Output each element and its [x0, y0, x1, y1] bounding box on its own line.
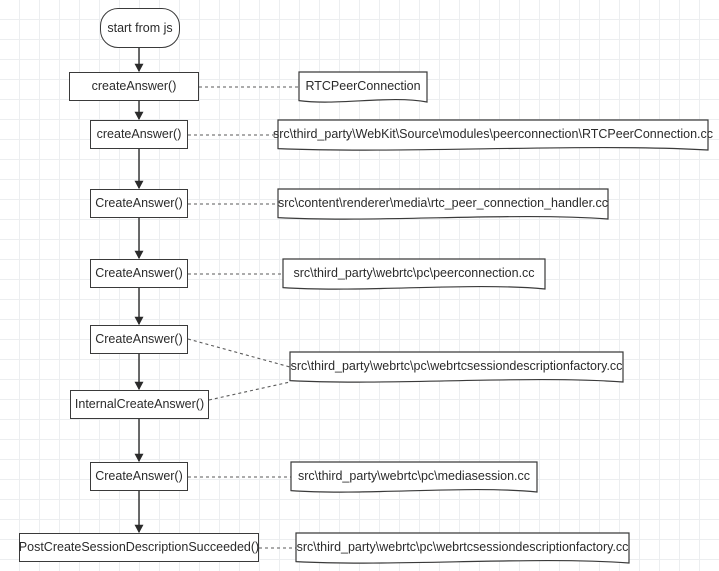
document-label: src\third_party\webrtc\pc\mediasession.c… [297, 469, 531, 483]
node-n5[interactable]: CreateAnswer() [90, 325, 188, 354]
node-label: createAnswer() [96, 127, 182, 142]
document-label: src\third_party\webrtc\pc\webrtcsessiond… [290, 359, 623, 373]
document-d3[interactable]: src\content\renderer\media\rtc_peer_conn… [278, 189, 608, 226]
node-label: CreateAnswer() [95, 332, 183, 347]
document-d6[interactable]: src\third_party\webrtc\pc\mediasession.c… [291, 462, 537, 499]
document-d7[interactable]: src\third_party\webrtc\pc\webrtcsessiond… [296, 533, 629, 570]
dashed-link-n6-to-d5 [208, 381, 291, 401]
dashed-link-n5-to-d5 [187, 338, 291, 368]
document-d5[interactable]: src\third_party\webrtc\pc\webrtcsessiond… [290, 352, 623, 389]
node-start[interactable]: start from js [100, 8, 180, 48]
node-n6[interactable]: InternalCreateAnswer() [70, 390, 209, 419]
node-label: createAnswer() [91, 79, 177, 94]
document-d2[interactable]: src\third_party\WebKit\Source\modules\pe… [273, 120, 713, 157]
document-label: src\content\renderer\media\rtc_peer_conn… [277, 196, 609, 210]
node-n4[interactable]: CreateAnswer() [90, 259, 188, 288]
node-label: PostCreateSessionDescriptionSucceeded() [18, 540, 260, 555]
document-label: src\third_party\webrtc\pc\peerconnection… [293, 266, 535, 280]
node-n7[interactable]: CreateAnswer() [90, 462, 188, 491]
document-d4[interactable]: src\third_party\webrtc\pc\peerconnection… [283, 259, 545, 296]
node-n3[interactable]: CreateAnswer() [90, 189, 188, 218]
document-label: src\third_party\WebKit\Source\modules\pe… [272, 127, 714, 141]
node-label: CreateAnswer() [95, 196, 183, 211]
document-label: src\third_party\webrtc\pc\webrtcsessiond… [296, 540, 629, 554]
document-d1[interactable]: RTCPeerConnection [299, 72, 427, 109]
node-label: CreateAnswer() [95, 469, 183, 484]
node-n8[interactable]: PostCreateSessionDescriptionSucceeded() [19, 533, 259, 562]
node-n2[interactable]: createAnswer() [90, 120, 188, 149]
node-label: CreateAnswer() [95, 266, 183, 281]
node-n1[interactable]: createAnswer() [69, 72, 199, 101]
node-label: InternalCreateAnswer() [74, 397, 205, 412]
node-label: start from js [107, 20, 173, 35]
document-label: RTCPeerConnection [305, 79, 421, 93]
